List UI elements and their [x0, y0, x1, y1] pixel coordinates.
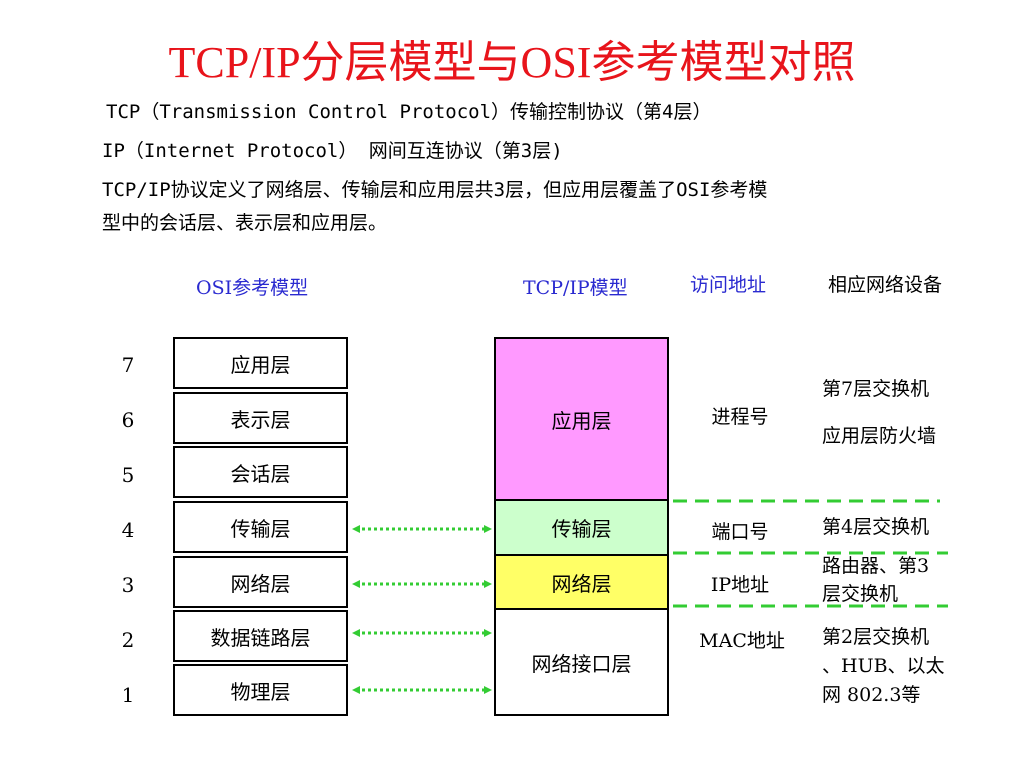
device-layer2-line2: 、HUB、以太: [822, 655, 945, 677]
tcpip-layer-network-interface: 网络接口层: [494, 608, 669, 716]
device-layer7-switch: 第7层交换机: [822, 378, 930, 400]
osi-layer-network: 网络层: [173, 556, 348, 608]
layer-number-4: 4: [121, 518, 135, 542]
address-mac: MAC地址: [699, 630, 785, 652]
intro-line-ip: IP（Internet Protocol） 网间互连协议（第3层): [102, 140, 563, 162]
tcpip-layer-application: 应用层: [494, 337, 669, 501]
devices-header: 相应网络设备: [828, 274, 943, 296]
osi-layer-application: 应用层: [173, 337, 348, 389]
intro-line-3: TCP/IP协议定义了网络层、传输层和应用层共3层，但应用层覆盖了OSI参考模: [102, 179, 768, 201]
device-layer2-line1: 第2层交换机: [822, 626, 930, 648]
device-layer2-line3: 网 802.3等: [822, 684, 921, 706]
address-ip: IP地址: [710, 574, 770, 596]
layer-number-5: 5: [121, 463, 135, 487]
device-router-line1: 路由器、第3: [822, 555, 930, 577]
layer-number-7: 7: [121, 353, 135, 377]
layer-number-6: 6: [121, 408, 135, 432]
osi-layer-physical: 物理层: [173, 664, 348, 716]
address-header: 访问地址: [690, 274, 767, 296]
tcpip-model-header: TCP/IP模型: [523, 277, 628, 299]
address-process-id: 进程号: [711, 406, 769, 428]
device-layer4-switch: 第4层交换机: [822, 516, 930, 538]
layer-number-2: 2: [121, 628, 135, 652]
osi-layer-presentation: 表示层: [173, 392, 348, 444]
intro-line-4: 型中的会话层、表示层和应用层。: [102, 212, 388, 234]
osi-layer-transport: 传输层: [173, 501, 348, 553]
address-port: 端口号: [711, 521, 769, 543]
osi-layer-datalink: 数据链路层: [173, 610, 348, 662]
device-router-line2: 层交换机: [822, 583, 899, 605]
layer-number-3: 3: [121, 573, 135, 597]
osi-model-header: OSI参考模型: [196, 277, 309, 299]
device-app-firewall: 应用层防火墙: [822, 425, 937, 447]
layer-number-1: 1: [121, 683, 135, 707]
osi-layer-session: 会话层: [173, 446, 348, 498]
intro-line-tcp: TCP（Transmission Control Protocol）传输控制协议…: [106, 101, 712, 123]
page-title: TCP/IP分层模型与OSI参考模型对照: [168, 38, 856, 87]
